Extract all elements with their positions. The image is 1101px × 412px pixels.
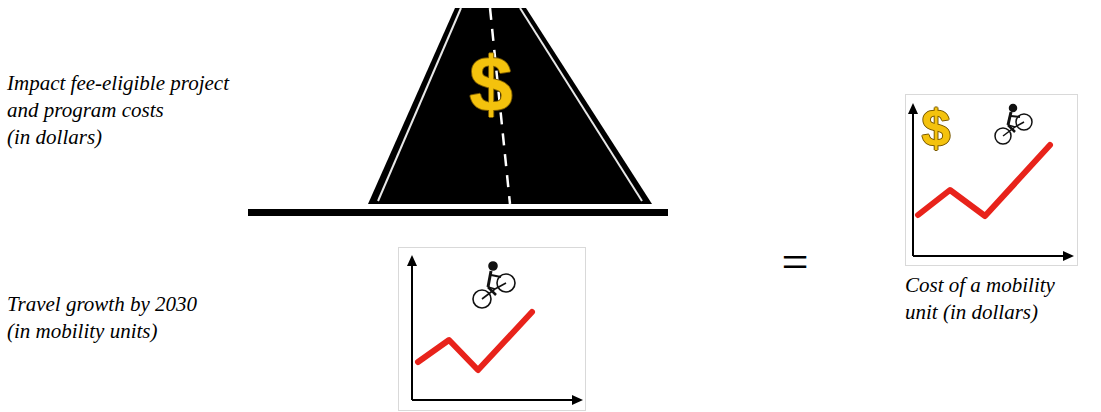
- numerator-caption: Impact fee-eligible project and program …: [7, 70, 229, 151]
- mobility-unit-cost-icon: [906, 95, 1078, 266]
- result-caption: Cost of a mobility unit (in dollars): [905, 272, 1055, 326]
- denominator-caption: Travel growth by 2030 (in mobility units…: [7, 291, 197, 345]
- dollar-symbol: $: [469, 45, 512, 123]
- fraction-bar: [248, 209, 668, 216]
- dollar-symbol: $: [922, 102, 951, 154]
- road-icon: [368, 8, 652, 204]
- equals-sign: =: [781, 238, 808, 286]
- travel-growth-icon: [399, 248, 586, 411]
